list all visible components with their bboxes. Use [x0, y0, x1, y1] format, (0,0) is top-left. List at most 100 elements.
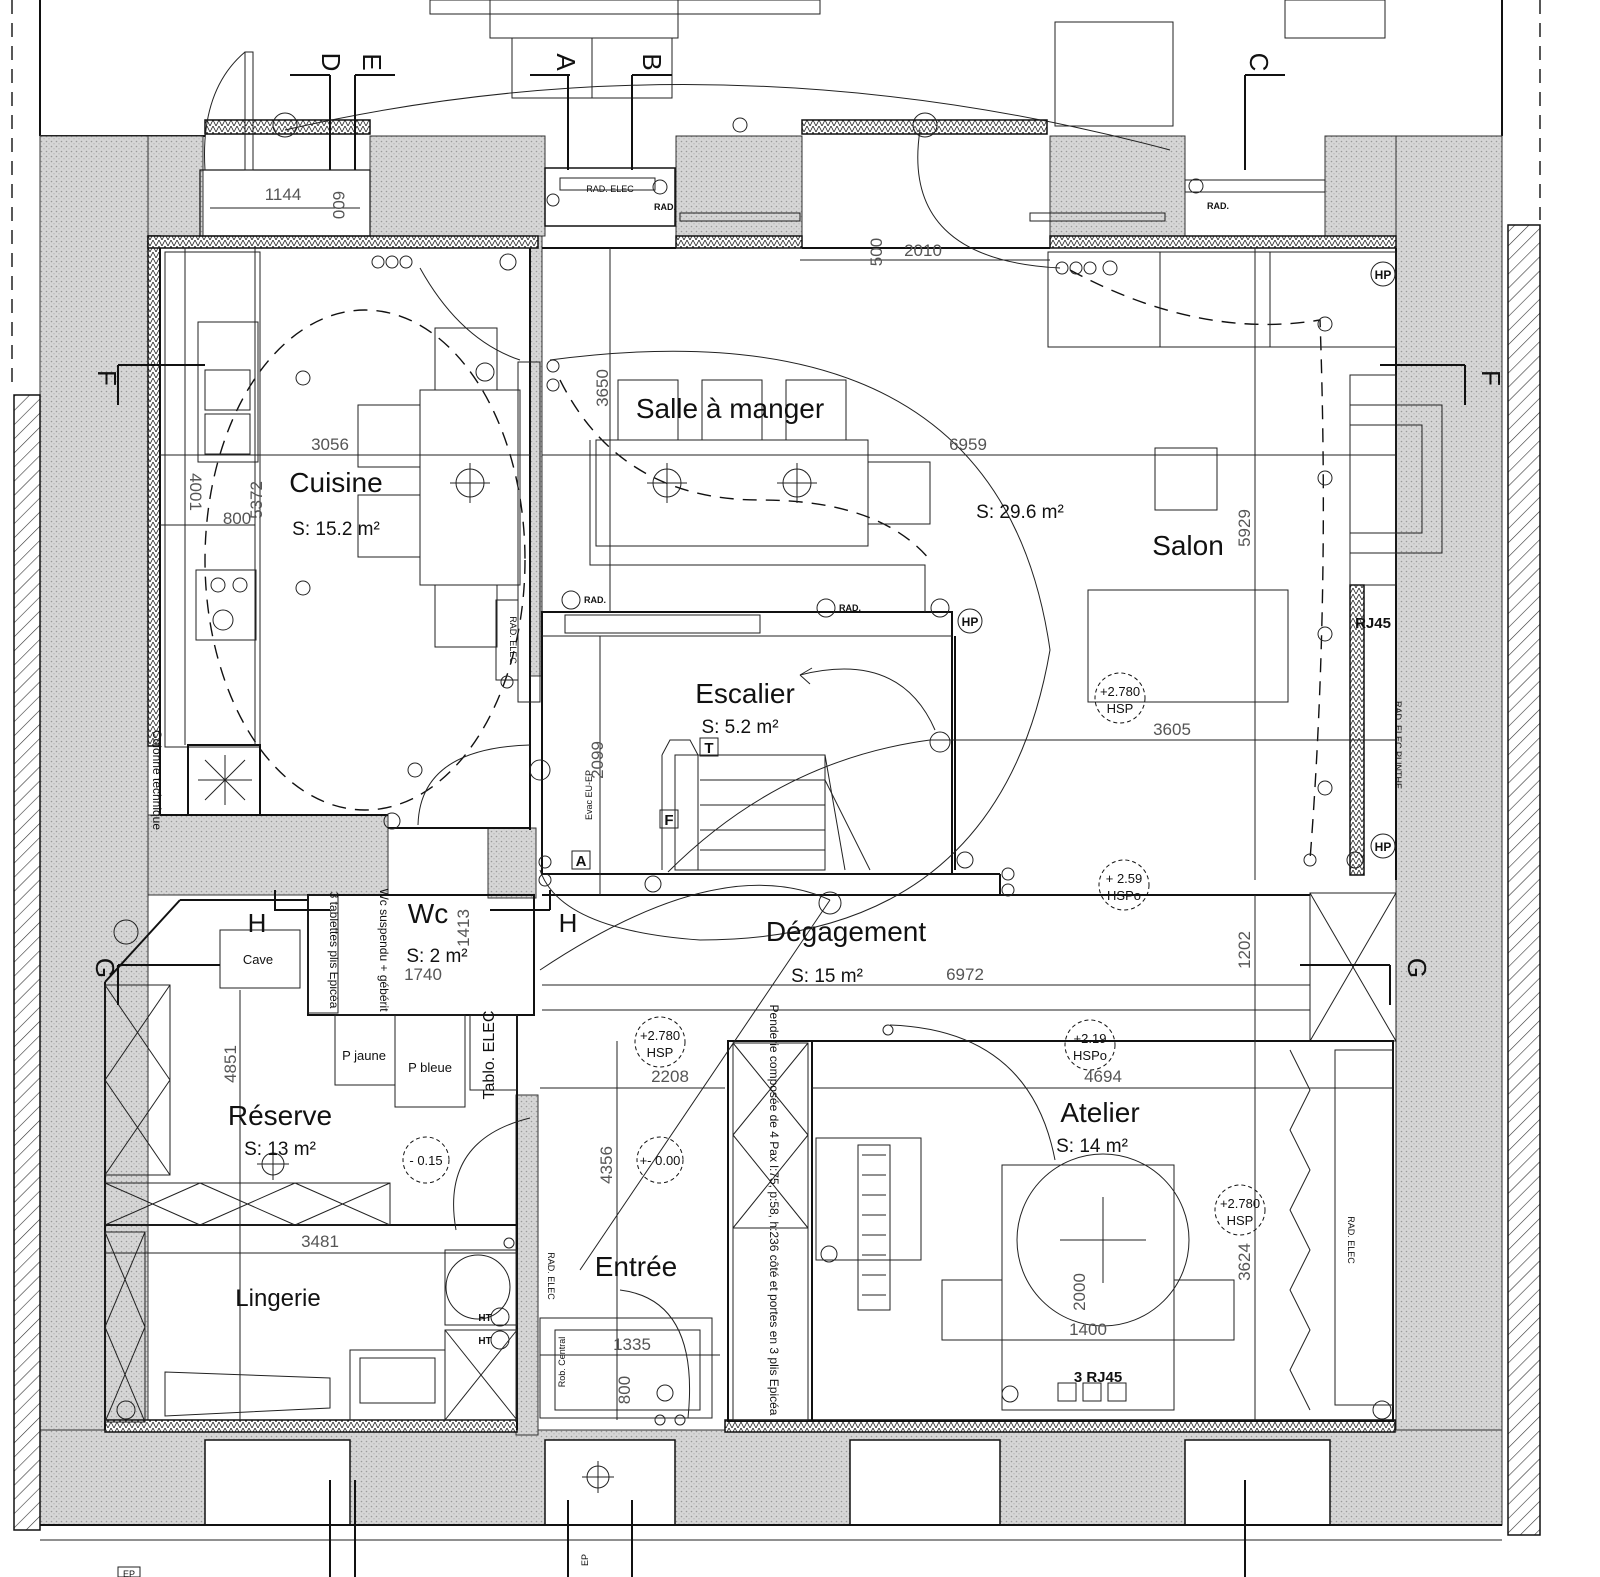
svg-text:Cave: Cave [243, 952, 273, 967]
svg-text:- 0.15: - 0.15 [409, 1153, 442, 1168]
ht-outlet: HT [478, 1330, 510, 1350]
level-mark: +2.780 HSP [634, 1016, 686, 1068]
svg-text:1400: 1400 [1069, 1320, 1107, 1339]
svg-text:Rob. Central: Rob. Central [557, 1337, 567, 1388]
room-name-reserve: Réserve [228, 1100, 332, 1131]
svg-text:G: G [1402, 958, 1432, 978]
room-area-salon: S: 29.6 m² [976, 502, 1064, 523]
svg-text:EP: EP [580, 1554, 590, 1566]
atelier-fixtures [815, 1049, 1394, 1411]
svg-text:A: A [551, 53, 581, 71]
svg-text:+2.780: +2.780 [640, 1028, 680, 1043]
room-area-cuisine: S: 15.2 m² [292, 519, 380, 540]
svg-text:RAD. ELEC: RAD. ELEC [1346, 1216, 1356, 1264]
svg-text:3056: 3056 [311, 435, 349, 454]
wall-light [407, 762, 423, 778]
escalier-fixtures [564, 614, 936, 873]
section-marker-b: B [631, 53, 672, 170]
wall-light [295, 370, 311, 386]
svg-text:P jaune: P jaune [342, 1048, 386, 1063]
svg-text:1202: 1202 [1235, 931, 1254, 969]
svg-text:RAD. ELEC: RAD. ELEC [586, 184, 634, 194]
svg-text:RAD.: RAD. [654, 202, 676, 212]
svg-text:RAD. ELEC: RAD. ELEC [546, 1252, 556, 1300]
svg-text:T: T [704, 740, 713, 757]
svg-text:A: A [576, 853, 587, 870]
svg-text:3605: 3605 [1153, 720, 1191, 739]
svg-text:4694: 4694 [1084, 1067, 1122, 1086]
svg-text:HSP: HSP [1227, 1213, 1254, 1228]
svg-text:RAD.: RAD. [1207, 201, 1229, 211]
section-marker-e: E [354, 53, 395, 170]
svg-text:1335: 1335 [613, 1335, 651, 1354]
svg-text:H: H [248, 908, 267, 938]
exterior-walls [39, 0, 1503, 1541]
svg-text:1740: 1740 [404, 965, 442, 984]
section-marker-g-left: G [90, 958, 220, 1005]
svg-text:HT: HT [478, 1313, 491, 1324]
vent-grille [862, 1154, 886, 1296]
light-fixtures [113, 112, 1392, 1493]
reserve-fixtures [104, 894, 518, 1226]
ceiling-light [450, 463, 490, 503]
wall-light [113, 919, 139, 945]
level-marks: +2.780 HSP + 2.59 HSPo +2.780 HSP +2.19 … [402, 672, 1266, 1236]
svg-text:HSP: HSP [1107, 701, 1134, 716]
svg-text:500: 500 [867, 238, 886, 266]
wall-light [818, 891, 842, 915]
svg-text:HSPo: HSPo [1107, 888, 1141, 903]
wall-light [295, 580, 311, 596]
dimension-labels: 1144 600 2010 500 3650 3056 6959 4001 80… [186, 185, 1254, 1404]
svg-text:+2.780: +2.780 [1100, 684, 1140, 699]
svg-text:+- 0.00: +- 0.00 [640, 1153, 681, 1168]
wall-light [272, 112, 298, 138]
svg-text:4851: 4851 [221, 1045, 240, 1083]
svg-text:F: F [664, 812, 673, 829]
room-area-wc: S: 2 m² [406, 946, 467, 967]
section-marker-c: C [1244, 53, 1285, 170]
wall-light [929, 731, 951, 753]
hp-outlet: HP [1370, 833, 1396, 859]
svg-text:C: C [1244, 53, 1274, 72]
svg-text:HP: HP [962, 615, 979, 629]
svg-text:1413: 1413 [454, 909, 473, 947]
svg-text:+ 2.59: + 2.59 [1106, 871, 1143, 886]
room-name-entree: Entrée [595, 1251, 678, 1282]
room-name-lingerie: Lingerie [235, 1285, 320, 1312]
room-area-degagement: S: 15 m² [791, 966, 863, 987]
svg-text:3 RJ45: 3 RJ45 [1074, 1369, 1122, 1386]
svg-text:EP: EP [123, 1569, 135, 1577]
section-marker-d: D [290, 53, 346, 170]
wall-light [1372, 1400, 1392, 1420]
room-name-salle: Salle à manger [636, 393, 824, 424]
svg-text:2099: 2099 [588, 741, 607, 779]
room-name-cuisine: Cuisine [289, 467, 382, 498]
wall-light [529, 759, 551, 781]
svg-text:RAD.: RAD. [584, 595, 606, 605]
room-labels: Cuisine S: 15.2 m² Salle à manger Salon … [228, 393, 1224, 1312]
wall-light [1317, 626, 1333, 642]
room-name-salon: Salon [1152, 530, 1224, 561]
ht-outlet: HT [478, 1307, 510, 1327]
svg-text:4001: 4001 [186, 473, 205, 511]
svg-text:HP: HP [1375, 840, 1392, 854]
svg-text:5372: 5372 [247, 481, 266, 519]
svg-text:RJ45: RJ45 [1355, 615, 1391, 632]
room-name-atelier: Atelier [1060, 1097, 1139, 1128]
svg-text:H: H [559, 908, 578, 938]
level-mark: +- 0.00 [636, 1136, 684, 1184]
level-mark: + 2.59 HSPo [1098, 859, 1150, 911]
insulation [104, 119, 1397, 1433]
svg-text:2208: 2208 [651, 1067, 689, 1086]
wall-light [1317, 780, 1333, 796]
room-area-atelier: S: 14 m² [1056, 1136, 1128, 1157]
svg-text:2010: 2010 [904, 241, 942, 260]
outer-hatch [13, 224, 1541, 1536]
level-mark: +2.780 HSP [1094, 672, 1146, 724]
svg-text:RAD. ELEC: RAD. ELEC [508, 616, 518, 664]
svg-text:600: 600 [329, 191, 348, 219]
svg-text:B: B [637, 53, 667, 70]
cuisine-fixtures [164, 251, 541, 816]
svg-text:Tablo. ELEC: Tablo. ELEC [481, 1011, 498, 1100]
